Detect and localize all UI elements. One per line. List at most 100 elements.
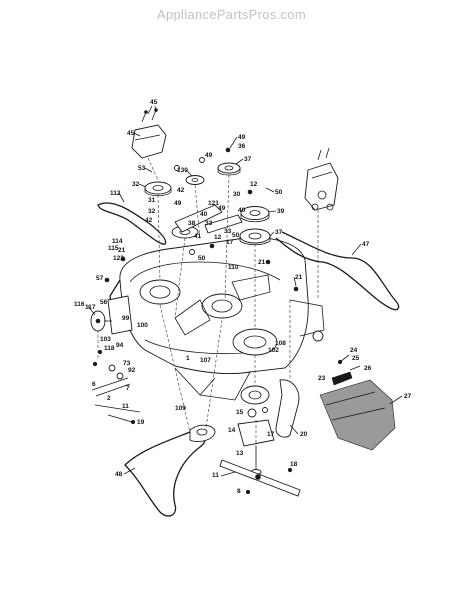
part-label: 109: [175, 405, 186, 412]
part-label: 130: [177, 167, 188, 174]
part-label: 73: [123, 360, 131, 367]
part-label: 11: [212, 472, 219, 479]
part-label: 121: [208, 200, 219, 207]
part-label: 39: [277, 208, 285, 215]
part-label: 50: [198, 255, 206, 262]
part-label: 1: [186, 355, 190, 362]
part-label: 112: [110, 190, 121, 197]
pulley-130: [185, 175, 205, 185]
part-label: 14: [228, 427, 236, 434]
drive-belt-47: [275, 231, 400, 311]
part-label: 118: [104, 345, 115, 352]
part-label: 30: [233, 191, 241, 198]
part-label: 99: [122, 315, 130, 322]
part-label: 33: [205, 220, 213, 227]
part-label: 42: [177, 187, 185, 194]
discharge-chute: [319, 379, 396, 451]
part-label: 56: [100, 299, 108, 306]
watermark: AppliancePartsPros.com: [157, 7, 306, 22]
part-label: 36: [238, 143, 246, 150]
part-label: 21: [295, 274, 303, 281]
idler-arm-40: [174, 204, 243, 234]
linkage-rods: [91, 349, 141, 423]
pulley-cover-right: [304, 147, 339, 211]
part-label: 47: [362, 241, 370, 248]
part-label: 23: [318, 375, 326, 382]
part-number-labels: 45 45 49 36 37 130 53 49 32 42 30 12 50 …: [74, 99, 412, 495]
part-label: 48: [115, 471, 123, 478]
deflector-20: [275, 379, 300, 438]
part-label: 92: [128, 367, 136, 374]
part-label: 103: [100, 336, 111, 343]
part-label: 38: [188, 220, 196, 227]
part-label: 8: [237, 488, 241, 495]
part-label: 13: [236, 450, 244, 457]
part-label: 11: [122, 403, 129, 410]
part-label: 49: [238, 134, 246, 141]
part-label: 94: [116, 342, 124, 349]
part-label: 32: [132, 181, 140, 188]
part-label: 116: [74, 301, 85, 308]
belt-112: [97, 202, 167, 245]
part-label: 24: [350, 347, 358, 354]
part-label: 115: [108, 245, 119, 252]
pulley-39: [240, 206, 270, 223]
part-label: 26: [364, 365, 372, 372]
part-label: 20: [300, 431, 308, 438]
idler-pulley-32: [144, 181, 172, 197]
part-label: 37: [244, 156, 252, 163]
pulley-37-top: [217, 162, 241, 176]
hardware-bolts: [104, 147, 343, 495]
part-label: 45: [150, 99, 158, 106]
part-label: 41: [194, 233, 202, 240]
part-label: 17: [226, 239, 234, 246]
part-label: 50: [275, 189, 283, 196]
pulley-cover-left: [131, 108, 167, 159]
part-label: 102: [268, 347, 279, 354]
blade-adapter: [189, 424, 216, 443]
assembly-guide-lines: [97, 157, 319, 460]
front-wheel-bracket: [90, 295, 133, 335]
part-label: 21: [258, 259, 266, 266]
part-label: 117: [85, 304, 96, 311]
part-label: 2: [107, 395, 111, 402]
part-label: 53: [138, 165, 146, 172]
part-label: 40: [238, 207, 246, 214]
part-label: 25: [352, 355, 360, 362]
deck-housing: [109, 237, 325, 401]
part-label: 18: [290, 461, 298, 468]
part-label: 45: [127, 130, 135, 137]
part-label: 50: [232, 232, 240, 239]
pulley-37-mid: [239, 228, 271, 246]
part-label: 37: [275, 229, 283, 236]
part-label: 122: [113, 255, 124, 262]
part-label: 42: [145, 217, 153, 224]
mower-blade: [219, 459, 301, 497]
part-label: 114: [112, 238, 123, 245]
part-label: 31: [148, 197, 156, 204]
chute-spring: [331, 365, 361, 386]
part-label: 33: [224, 228, 232, 235]
part-label: 17: [267, 431, 275, 438]
part-label: 107: [200, 357, 211, 364]
part-label: 12: [250, 181, 258, 188]
part-label: 108: [275, 340, 286, 347]
part-label: 7: [126, 385, 130, 392]
part-label: 27: [404, 393, 412, 400]
part-label: 15: [236, 409, 244, 416]
part-label: 110: [228, 264, 239, 271]
part-label: 100: [137, 322, 148, 329]
part-label: 57: [96, 275, 104, 282]
leader-lines: [87, 105, 403, 477]
part-label: 40: [200, 211, 208, 218]
part-label: 49: [174, 200, 182, 207]
part-label: 12: [214, 234, 222, 241]
part-label: 6: [92, 381, 96, 388]
part-label: 19: [137, 419, 145, 426]
part-label: 49: [205, 152, 213, 159]
part-label: 32: [148, 208, 156, 215]
part-label: 21: [118, 247, 126, 254]
part-label: 49: [218, 205, 226, 212]
